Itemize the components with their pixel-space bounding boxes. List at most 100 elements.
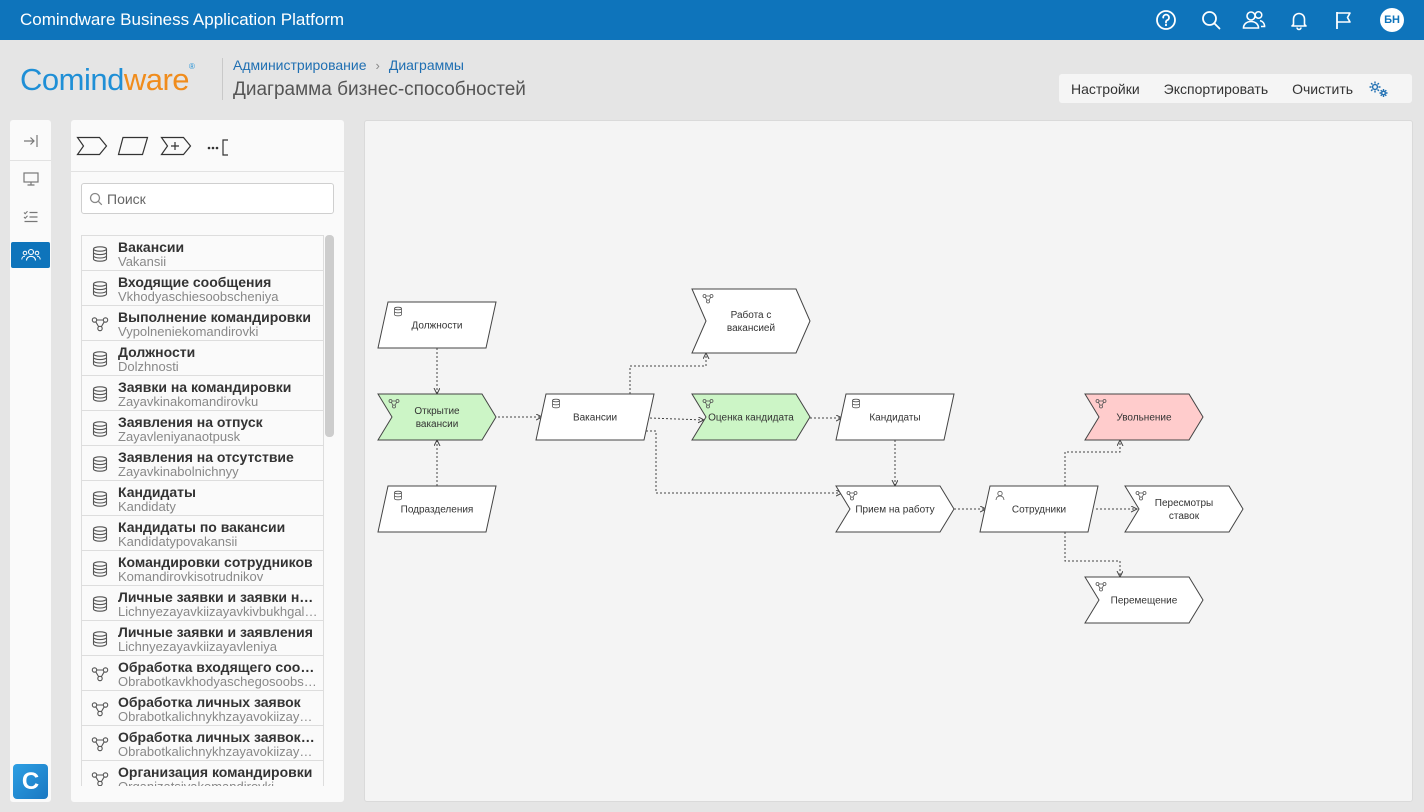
collapse-panel-button[interactable] (11, 128, 50, 154)
node-label: Подразделения (401, 505, 474, 516)
shape-palette (71, 120, 344, 172)
left-rail: C (10, 120, 51, 802)
node-shape (835, 393, 955, 441)
chevron-plus-shape-icon[interactable] (160, 136, 192, 156)
diagram-edge[interactable] (1064, 532, 1120, 577)
list-scrollbar-thumb[interactable] (325, 235, 334, 437)
list-item-system-name: Zayavkinakomandirovku (118, 394, 259, 409)
database-icon (91, 456, 109, 472)
database-icon (394, 306, 402, 317)
diagram-node-priem[interactable]: Прием на работу (835, 485, 955, 533)
process-icon (91, 771, 109, 786)
diagram-node-kandidaty[interactable]: Кандидаты (835, 393, 955, 441)
rail-item-tasks[interactable] (11, 204, 50, 230)
top-bar: Comindware Business Application Platform… (0, 0, 1424, 40)
node-label: вакансией (727, 323, 775, 334)
person-icon (995, 490, 1005, 501)
list-item-name: Организация командировки (118, 764, 313, 780)
diagram-node-sotrudniki[interactable]: Сотрудники (979, 485, 1099, 533)
list-item-name: Обработка личных заявок и заявлений (118, 729, 318, 745)
rail-item-diagrams[interactable] (11, 242, 50, 268)
chevron-shape-icon[interactable] (76, 136, 108, 156)
settings-button[interactable]: Настройки (1071, 80, 1140, 97)
list-item-system-name: Dolzhnosti (118, 359, 179, 374)
bell-icon[interactable] (1287, 8, 1311, 32)
header-divider (222, 58, 223, 100)
diagram-edge[interactable] (1064, 440, 1120, 486)
breadcrumb-item-diagrams[interactable]: Диаграммы (388, 57, 464, 73)
bracket-annotation-icon[interactable] (206, 136, 232, 156)
list-item-name: Должности (118, 344, 196, 360)
rail-item-forms[interactable] (11, 166, 50, 192)
export-button[interactable]: Экспортировать (1163, 80, 1269, 97)
list-item-system-name: Zayavleniyanaotpusk (118, 429, 241, 444)
diagram-node-uvolnenie[interactable]: Увольнение (1084, 393, 1204, 441)
list-item[interactable]: Организация командировкиOrganizatsiyakom… (82, 761, 324, 786)
diagram-edge[interactable] (646, 430, 842, 493)
action-toolbar: Настройки Экспортировать Очистить (1059, 74, 1412, 103)
process-icon (91, 736, 109, 752)
node-label: Сотрудники (1012, 505, 1066, 516)
list-item-name: Кандидаты по вакансии (118, 519, 286, 535)
diagram-node-dolzhnosti[interactable]: Должности (377, 301, 497, 349)
node-shape (377, 301, 497, 349)
clear-button[interactable]: Очистить (1292, 80, 1354, 97)
user-avatar[interactable]: БН (1380, 8, 1404, 32)
list-item-system-name: Kandidatypovakansii (118, 534, 238, 549)
diagram-node-ocenka[interactable]: Оценка кандидата (691, 393, 811, 441)
diagram-edge[interactable] (649, 418, 704, 420)
parallelogram-shape-icon[interactable] (117, 136, 149, 156)
node-shape (377, 485, 497, 533)
list-item-system-name: Vypolneniekomandirovki (118, 324, 259, 339)
comindware-c-logo-icon[interactable]: C (13, 764, 48, 799)
list-item[interactable]: Обработка входящего сообщенияObrabotkavk… (82, 656, 324, 691)
node-label: Кандидаты (869, 413, 920, 424)
node-shape (835, 485, 955, 533)
list-item[interactable]: Обработка личных заявок и заявленийObrab… (82, 726, 324, 761)
node-shape (535, 393, 655, 441)
diagram-node-peremeshchenie[interactable]: Перемещение (1084, 576, 1204, 624)
process-icon (702, 399, 714, 409)
database-icon (91, 526, 109, 542)
process-icon (1135, 491, 1147, 501)
users-icon[interactable] (1240, 8, 1268, 32)
diagram-edge[interactable] (629, 353, 706, 394)
list-item-system-name: Kandidaty (118, 499, 176, 514)
breadcrumb-item-administration[interactable]: Администрирование (233, 57, 367, 73)
node-label: ставок (1169, 511, 1200, 522)
search-input[interactable] (107, 188, 327, 210)
node-label: Увольнение (1116, 413, 1172, 424)
gears-icon[interactable] (1367, 79, 1391, 99)
list-item-system-name: Zayavkinabolnichnyy (118, 464, 239, 479)
flag-icon[interactable] (1332, 8, 1356, 32)
list-item[interactable]: Личные заявки и заявки на бухгалтериюLic… (82, 586, 324, 621)
app-title: Comindware Business Application Platform (20, 10, 345, 29)
diagram-node-podrazdeleniya[interactable]: Подразделения (377, 485, 497, 533)
monitor-icon (22, 172, 39, 186)
collapse-icon (23, 135, 38, 147)
diagram-node-vakansii[interactable]: Вакансии (535, 393, 655, 441)
list-item-name: Обработка личных заявок (118, 694, 301, 710)
help-icon[interactable] (1154, 8, 1178, 32)
list-item-system-name: Obrabotkavkhodyaschegosoobscheniya (118, 674, 318, 689)
node-shape (377, 393, 497, 441)
search-icon[interactable] (1199, 8, 1223, 32)
node-shape (979, 485, 1099, 533)
